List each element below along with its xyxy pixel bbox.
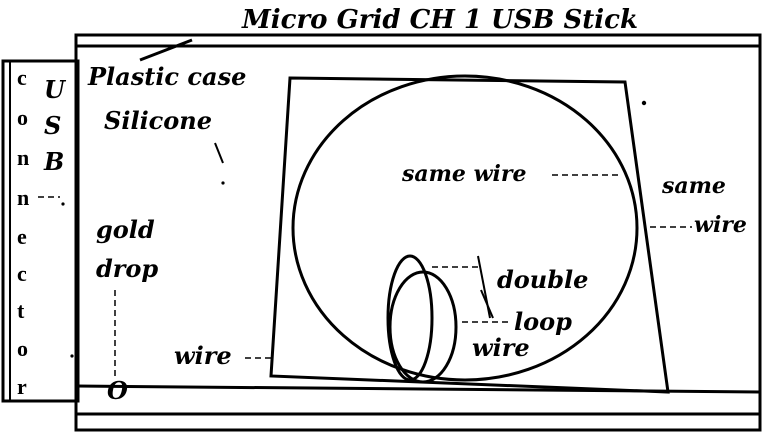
double-leader-slant-2 bbox=[480, 289, 494, 319]
connector-letter-2: o bbox=[17, 105, 28, 130]
connector-letter-4: n bbox=[17, 185, 29, 210]
silicone-leader bbox=[214, 142, 224, 164]
connector-letter-6: c bbox=[17, 261, 27, 286]
silicone-trapezoid bbox=[269, 76, 670, 394]
diagram-title: Micro Grid CH 1 USB Stick bbox=[241, 5, 638, 35]
double-label: double bbox=[497, 265, 588, 294]
usb-letter-s: S bbox=[44, 111, 61, 140]
case-dot bbox=[641, 100, 647, 106]
usb-letter-u: U bbox=[44, 75, 67, 104]
plastic-case-outline bbox=[74, 33, 762, 432]
connector-dot bbox=[70, 354, 74, 358]
silicone-dot bbox=[221, 181, 225, 185]
double-loop-outer bbox=[386, 254, 434, 382]
main-coil-circle bbox=[291, 74, 639, 382]
connector-letter-5: e bbox=[17, 224, 27, 249]
connector-letter-1: c bbox=[17, 65, 27, 90]
gold-label: gold bbox=[96, 215, 155, 244]
wire-center-label: wire bbox=[472, 333, 530, 362]
drop-label: drop bbox=[96, 254, 158, 283]
gold-drop-marker: O bbox=[107, 376, 128, 405]
loop-label: loop bbox=[514, 307, 572, 336]
usb-dot bbox=[61, 202, 65, 206]
same-wire-outer-label-2: wire bbox=[694, 212, 747, 238]
plastic-case-leader bbox=[139, 38, 193, 62]
connector-letter-7: t bbox=[17, 298, 25, 323]
connector-letter-3: n bbox=[17, 145, 29, 170]
double-loop-inner bbox=[388, 270, 458, 384]
plastic-case-label: Plastic case bbox=[87, 62, 246, 91]
usb-connector-box bbox=[1, 59, 80, 403]
same-wire-inner-label: same wire bbox=[401, 161, 526, 187]
usb-letter-b: B bbox=[43, 147, 64, 176]
same-wire-outer-label-1: same bbox=[661, 173, 726, 199]
connector-letter-8: o bbox=[17, 336, 28, 361]
wire-left-label: wire bbox=[174, 341, 232, 370]
connector-letter-9: r bbox=[17, 374, 27, 399]
silicone-label: Silicone bbox=[104, 106, 212, 135]
